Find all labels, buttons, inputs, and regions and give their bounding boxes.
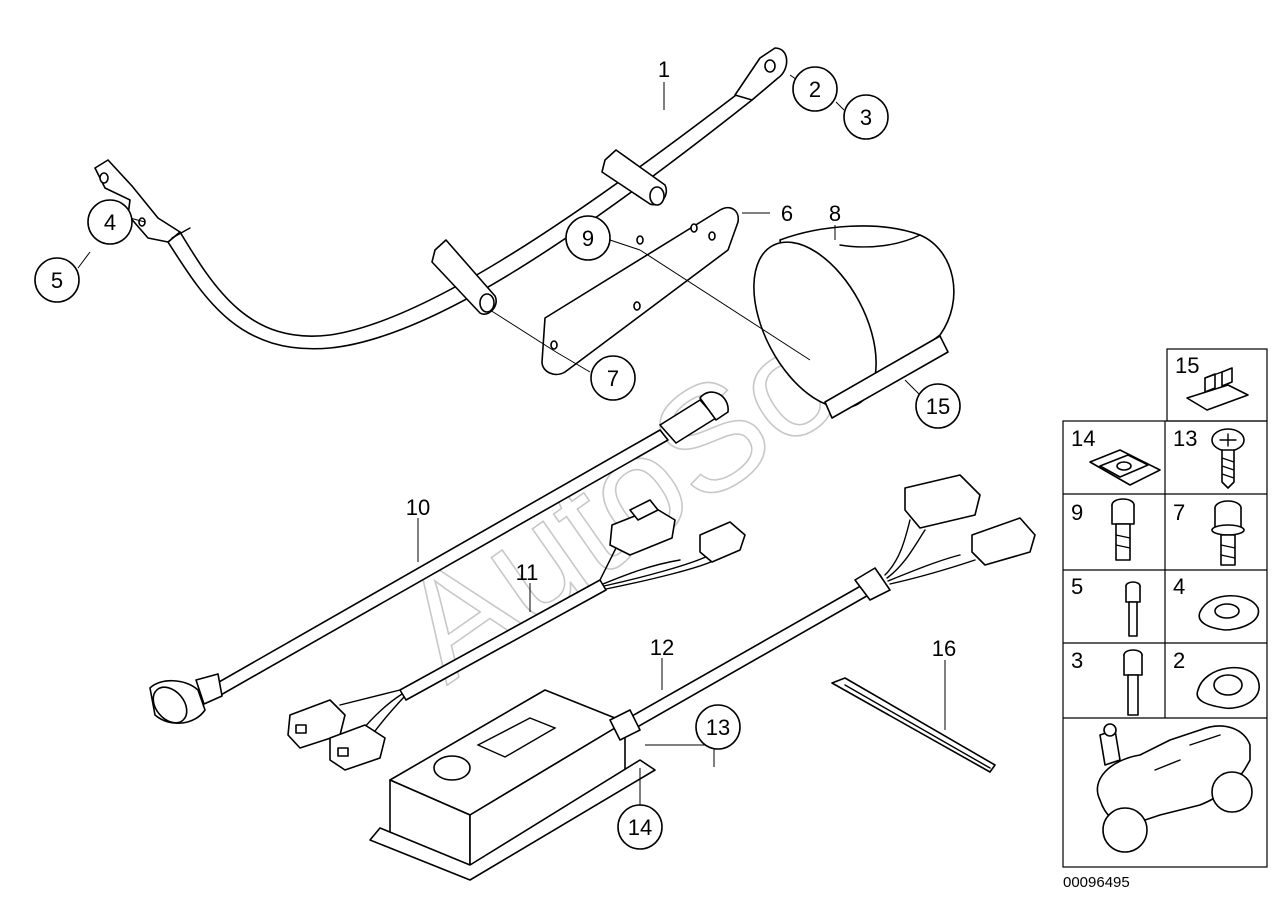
callout-6: 6 (781, 201, 793, 226)
table-cell-4: 4 (1173, 574, 1185, 599)
table-cell-7: 7 (1173, 500, 1185, 525)
svg-text:3: 3 (860, 105, 872, 130)
callout-4: 4 (87, 199, 133, 245)
fillister-screw-icon (1211, 428, 1245, 489)
callout-15: 15 (915, 383, 961, 429)
motorcycle-icon (1096, 723, 1253, 853)
svg-text:1: 1 (658, 57, 670, 82)
svg-text:10: 10 (406, 495, 430, 520)
svg-text:14: 14 (628, 815, 652, 840)
svg-text:4: 4 (104, 210, 116, 235)
mounting-plate-drawing (541, 206, 740, 376)
table-cell-3: 3 (1071, 648, 1083, 673)
callout-16: 16 (932, 636, 956, 661)
table-cell-15: 15 (1175, 353, 1199, 378)
callout-13: 13 (695, 704, 741, 750)
clip-nut-icon (1089, 449, 1161, 486)
wiring-harness-drawing (287, 499, 746, 771)
svg-text:7: 7 (607, 366, 619, 391)
callout-10: 10 (406, 495, 430, 520)
socket-screw-5-icon (1125, 581, 1141, 637)
table-cell-14: 14 (1071, 426, 1095, 451)
table-cell-2: 2 (1173, 648, 1185, 673)
svg-text:16: 16 (932, 636, 956, 661)
svg-text:8: 8 (829, 201, 841, 226)
control-unit-drawing (369, 474, 1036, 881)
callout-5: 5 (34, 257, 80, 303)
callout-3: 3 (843, 94, 889, 140)
parts-table: 15 14 13 9 7 5 4 3 2 (1062, 348, 1268, 891)
callout-9: 9 (565, 215, 611, 261)
svg-text:6: 6 (781, 201, 793, 226)
callout-7: 7 (590, 355, 636, 401)
cable-clip-icon (1186, 367, 1249, 411)
svg-text:13: 13 (706, 715, 730, 740)
table-cell-13: 13 (1173, 426, 1197, 451)
svg-text:12: 12 (650, 635, 674, 660)
cup-washer-2-icon (1196, 666, 1260, 709)
holder-cup-drawing (753, 225, 955, 419)
cup-washer-4-icon (1198, 594, 1260, 631)
svg-text:2: 2 (809, 77, 821, 102)
collar-screw-9-icon (1111, 498, 1135, 561)
callout-11: 11 (516, 560, 539, 585)
antenna-cable-drawing (149, 391, 729, 724)
cable-tie-drawing (831, 677, 996, 773)
callout-8: 8 (829, 201, 841, 226)
svg-text:11: 11 (516, 560, 539, 585)
callout-12: 12 (650, 635, 674, 660)
table-cell-5: 5 (1071, 574, 1083, 599)
drawing-code: 00096495 (1063, 874, 1130, 891)
svg-text:9: 9 (582, 226, 594, 251)
socket-screw-3-icon (1123, 649, 1143, 716)
svg-text:15: 15 (926, 394, 950, 419)
callout-2: 2 (792, 66, 838, 112)
callout-1: 1 (658, 57, 670, 82)
leader-lines (77, 74, 946, 805)
collar-screw-7-icon (1211, 500, 1245, 566)
holder-bar-drawing (94, 47, 788, 350)
svg-text:5: 5 (51, 268, 63, 293)
table-cell-9: 9 (1071, 500, 1083, 525)
callout-14: 14 (617, 804, 663, 850)
